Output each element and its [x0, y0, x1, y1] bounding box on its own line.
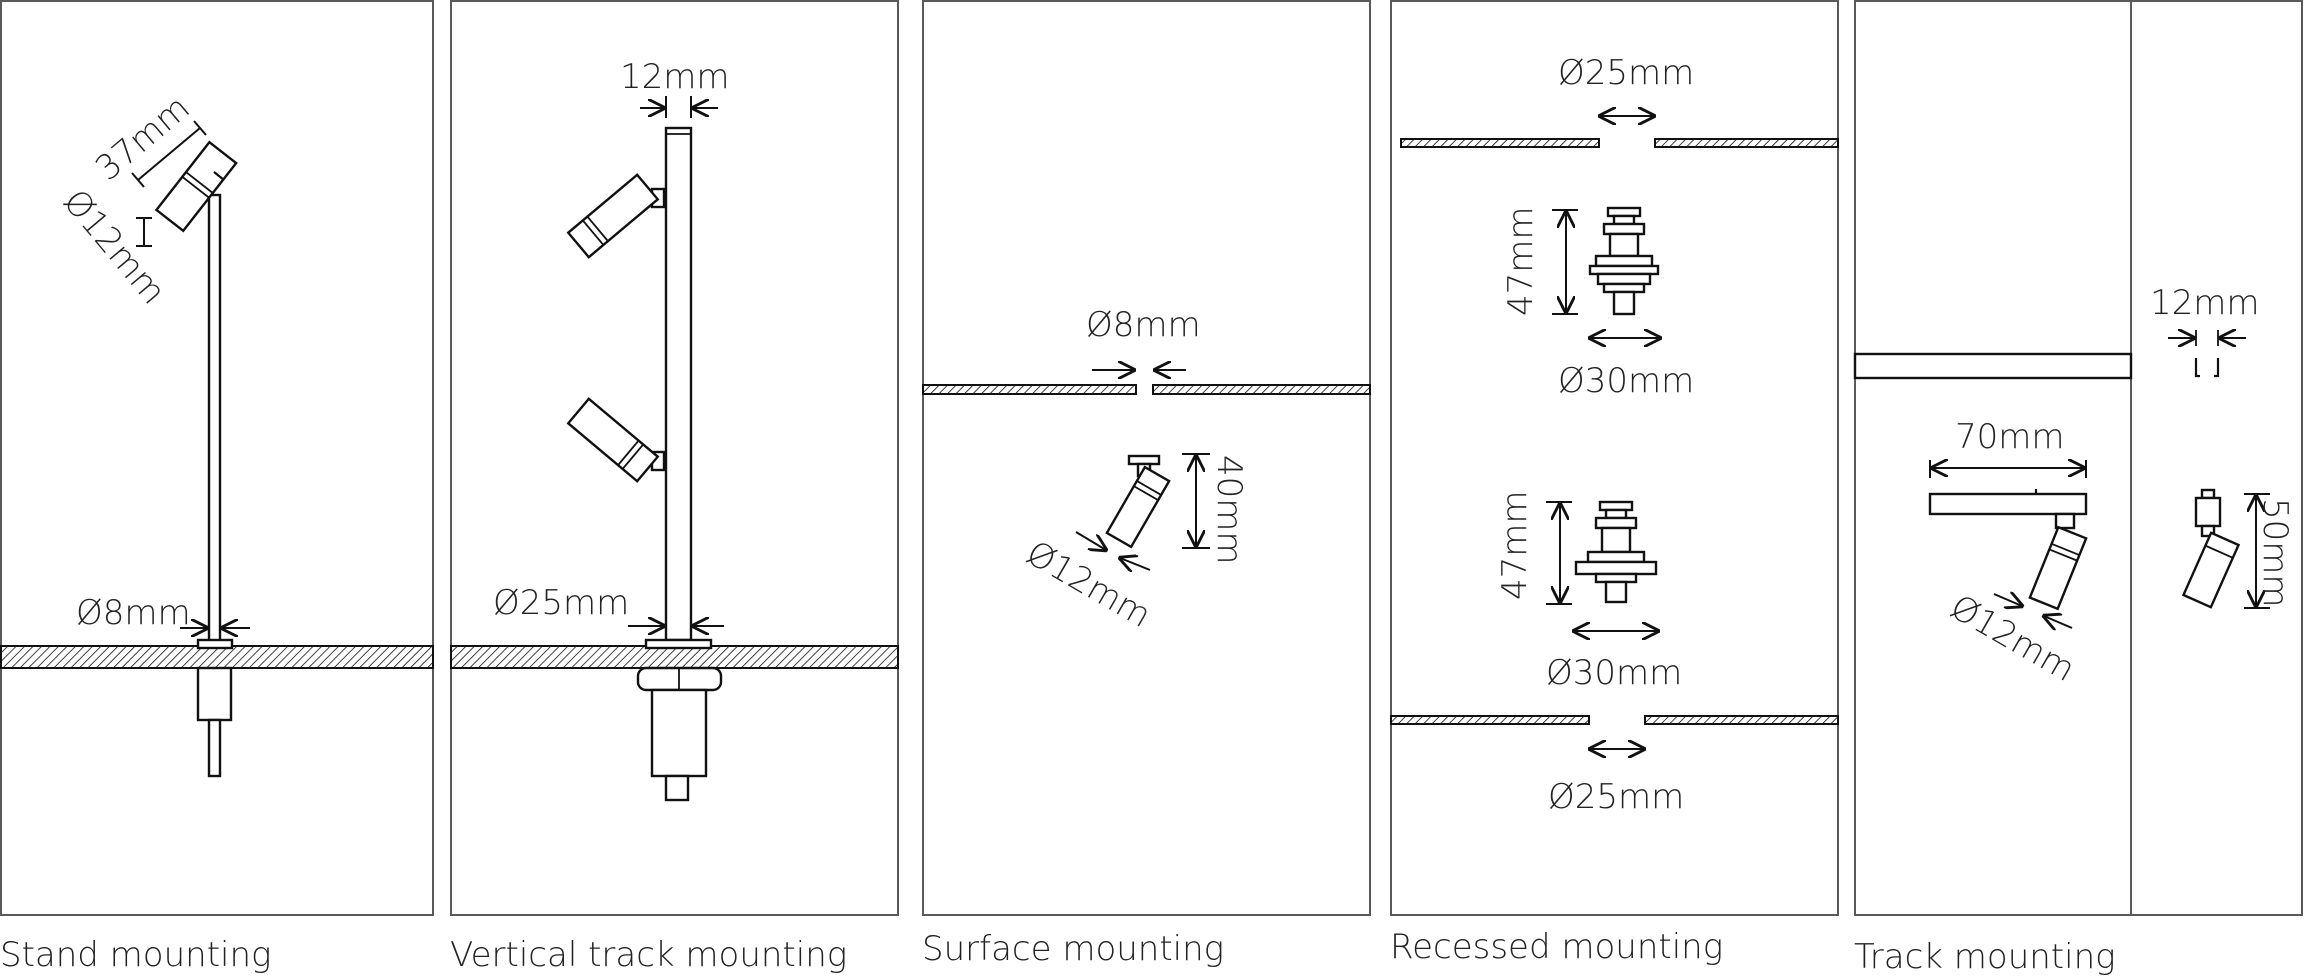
track-anchor-tip: [664, 774, 690, 802]
label-head-diameter: Ø12mm: [55, 182, 173, 312]
stand-anchor-rod: [207, 718, 222, 778]
label-bottom-flange: Ø30mm: [1546, 653, 1682, 693]
dim-12mm: [640, 96, 718, 118]
dim-12mm-bracket: [136, 217, 152, 247]
track-anchor: [650, 688, 708, 778]
floor-surface: [0, 645, 434, 669]
vertical-lamp-1: [566, 173, 660, 259]
caption-vertical-track-mounting: Vertical track mounting: [450, 935, 847, 975]
panel-surface-mounting: Ø8mm 40mm Ø12mm: [922, 0, 1371, 916]
stand-anchor: [196, 666, 233, 722]
surface-base: [1127, 454, 1161, 466]
panel-recessed-mounting: Ø25mm 47mm Ø30mm: [1390, 0, 1839, 916]
ceiling-bottom-right: [1644, 715, 1839, 725]
floor-surface: [450, 645, 899, 669]
label-pole-diameter: Ø8mm: [76, 593, 191, 633]
label-head-diameter: Ø12mm: [1020, 533, 1158, 636]
dim-bottom-47mm: [1546, 501, 1572, 605]
caption-stand-mounting: Stand mounting: [0, 935, 271, 975]
track-arm: [1928, 492, 2088, 516]
panel-frame: [922, 0, 1371, 916]
label-track-width: 12mm: [2150, 283, 2260, 323]
caption-recessed-mounting: Recessed mounting: [1390, 927, 1723, 967]
panel-frame: [1390, 0, 1839, 916]
label-base-diameter: Ø25mm: [493, 583, 629, 623]
dim-50mm: [2244, 493, 2270, 609]
recessed-fixture-top: [1588, 206, 1660, 316]
panel-frame: [1854, 0, 2303, 916]
label-37mm: 37mm: [88, 88, 198, 189]
surface-lamp-head: [1105, 465, 1171, 549]
ceiling-right: [1152, 384, 1371, 395]
label-top-height: 47mm: [1501, 206, 1541, 316]
ceiling-left: [922, 384, 1137, 395]
panel-stand-mounting: 37mm Ø12mm Ø8mm: [0, 0, 434, 916]
ceiling-bottom-left: [1390, 715, 1590, 725]
track-base-plate: [644, 638, 713, 650]
vertical-track: [664, 126, 693, 642]
panel-frame: [0, 0, 434, 916]
stand-pole: [207, 193, 222, 644]
caption-surface-mounting: Surface mounting: [922, 929, 1224, 969]
ceiling-top-right: [1654, 138, 1839, 148]
dim-37mm: [131, 120, 207, 188]
label-height: 50mm: [2255, 498, 2295, 608]
panel-frame: [450, 0, 899, 916]
label-height: 40mm: [1209, 455, 1249, 565]
label-track-width: 12mm: [620, 57, 730, 97]
dim-40mm: [1182, 453, 1210, 549]
panel-track-mounting: 12mm 70mm Ø12mm: [1853, 0, 2303, 916]
label-top-flange: Ø30mm: [1558, 361, 1694, 401]
panel-vertical-track-mounting: 12mm Ø25mm: [450, 0, 899, 916]
vertical-lamp-2: [566, 397, 660, 483]
ceiling-top-left: [1400, 138, 1600, 148]
label-hole-diameter: Ø8mm: [1086, 305, 1201, 345]
label-bottom-height: 47mm: [1495, 490, 1535, 600]
ceiling-track: [1853, 352, 2133, 380]
recessed-fixture-bottom: [1574, 500, 1658, 604]
dim-12mm: [1075, 531, 1151, 570]
track-adapter-lamp: [2181, 488, 2241, 609]
label-arm-length: 70mm: [1955, 417, 2065, 457]
track-lamp-head: [2028, 525, 2088, 611]
track-arm-joint: [2054, 512, 2076, 530]
label-top-hole: Ø25mm: [1558, 53, 1694, 93]
label-bottom-hole: Ø25mm: [1548, 777, 1684, 817]
caption-track-mounting: Track mounting: [1854, 937, 2116, 977]
dim-top-47mm: [1552, 209, 1578, 315]
stand-base-plate: [196, 638, 234, 650]
dim-12mm-head: [1993, 594, 2073, 628]
stand-lamp-head: [154, 140, 238, 233]
track-profile: [2168, 330, 2246, 378]
dim-70mm: [1929, 460, 2087, 478]
